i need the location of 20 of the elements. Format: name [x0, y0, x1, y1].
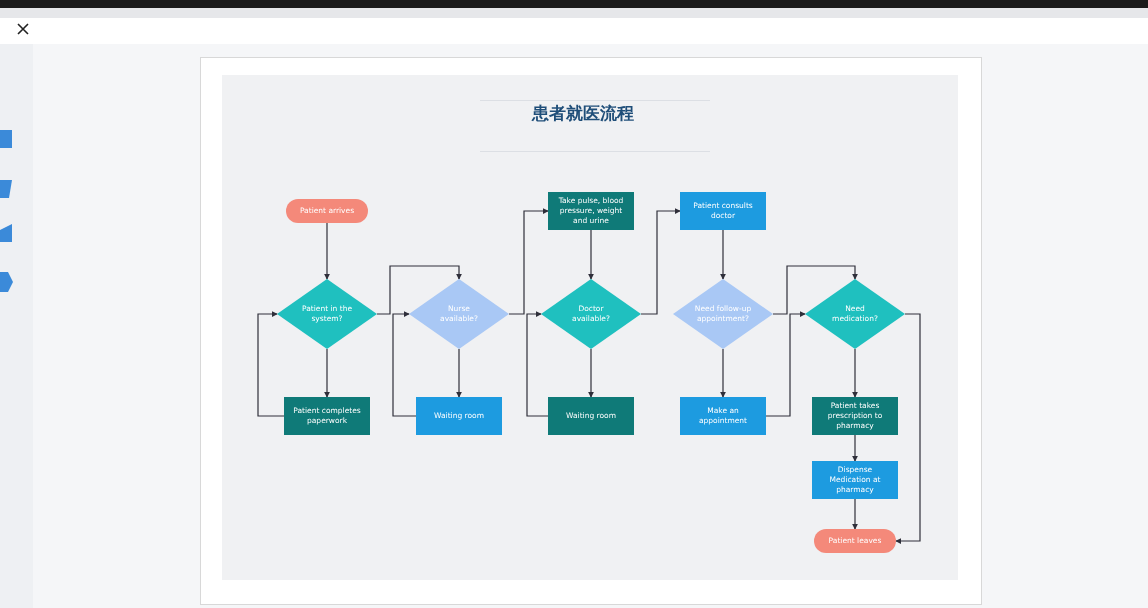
arrow — [324, 348, 330, 398]
arrow — [588, 348, 594, 398]
arrow — [526, 311, 549, 417]
arrow — [765, 311, 806, 417]
arrow — [324, 222, 330, 280]
arrow — [852, 434, 858, 462]
arrow — [508, 208, 549, 315]
arrow — [376, 265, 462, 315]
arrow — [640, 208, 681, 315]
arrow — [257, 311, 285, 417]
arrow — [852, 498, 858, 530]
arrow — [772, 265, 858, 315]
arrow — [456, 348, 462, 398]
arrow — [588, 229, 594, 280]
arrow — [720, 229, 726, 280]
arrow — [895, 313, 921, 544]
arrow — [392, 311, 417, 417]
arrow — [852, 348, 858, 398]
title: 患者就医流程 — [530, 102, 635, 125]
arrow — [720, 348, 726, 398]
